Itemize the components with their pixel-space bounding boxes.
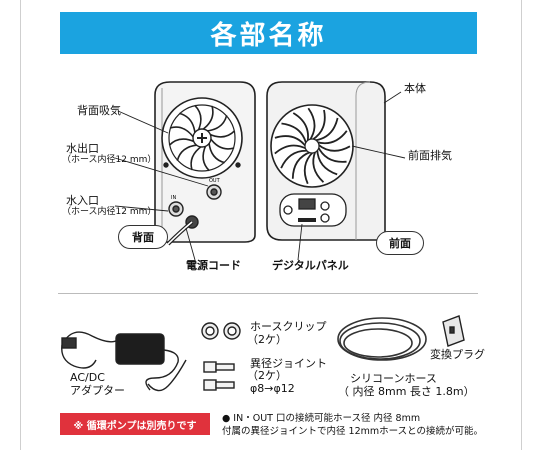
page-title: 各部名称 <box>60 12 477 54</box>
notice-badge: ※ 循環ポンプは別売りです <box>60 413 210 435</box>
digital-panel-label: デジタルパネル <box>272 259 349 272</box>
front-fan-icon <box>270 104 354 188</box>
body-label: 本体 <box>404 82 426 95</box>
hose-clip-qty: （2ケ） <box>247 333 287 346</box>
water-inlet-label: 水入口 <box>66 194 99 207</box>
page-frame <box>20 0 522 450</box>
joint-qty: （2ケ） <box>247 369 287 382</box>
front-exhaust-label: 前面排気 <box>408 149 452 162</box>
back-fan-icon <box>161 97 243 179</box>
plug-label: 変換プラグ <box>430 348 485 361</box>
digital-panel-icon <box>279 193 347 227</box>
back-intake-label: 背面吸気 <box>77 104 121 117</box>
hose-clip-label: ホースクリップ <box>250 320 327 333</box>
hose-label: シリコーンホース <box>350 372 437 385</box>
ac-adapter-icon <box>61 331 187 392</box>
hose-spec: （ 内径 8mm 長さ 1.8m） <box>338 385 475 398</box>
note-line-1: ● IN・OUT 口の接続可能ホース径 内径 8mm <box>222 413 421 424</box>
leader-lines <box>114 91 406 261</box>
connection-note: ● IN・OUT 口の接続可能ホース径 内径 8mm 付属の異径ジョイントで内径… <box>222 412 483 438</box>
adapter-label: AC/DC アダプター <box>70 371 125 397</box>
water-outlet-note: （ホース内径12 mm） <box>62 155 157 165</box>
out-mark: OUT <box>209 178 221 184</box>
joint-label: 異径ジョイント <box>250 357 327 370</box>
joint-icon <box>203 361 235 391</box>
power-cord-label: 電源コード <box>186 259 241 272</box>
back-tag: 背面 <box>118 225 168 249</box>
note-line-2: 付属の異径ジョイントで内径 12mmホースとの接続が可能。 <box>222 426 484 437</box>
section-divider <box>58 293 478 294</box>
silicone-hose-icon <box>337 317 427 361</box>
water-inlet-note: （ホース内径12 mm） <box>62 207 157 217</box>
water-outlet-label: 水出口 <box>66 142 99 155</box>
front-tag: 前面 <box>376 231 424 255</box>
hose-clip-icon <box>201 322 241 340</box>
conversion-plug-icon <box>442 315 465 347</box>
in-mark: IN <box>171 195 176 201</box>
joint-size: φ8→φ12 <box>250 382 295 395</box>
